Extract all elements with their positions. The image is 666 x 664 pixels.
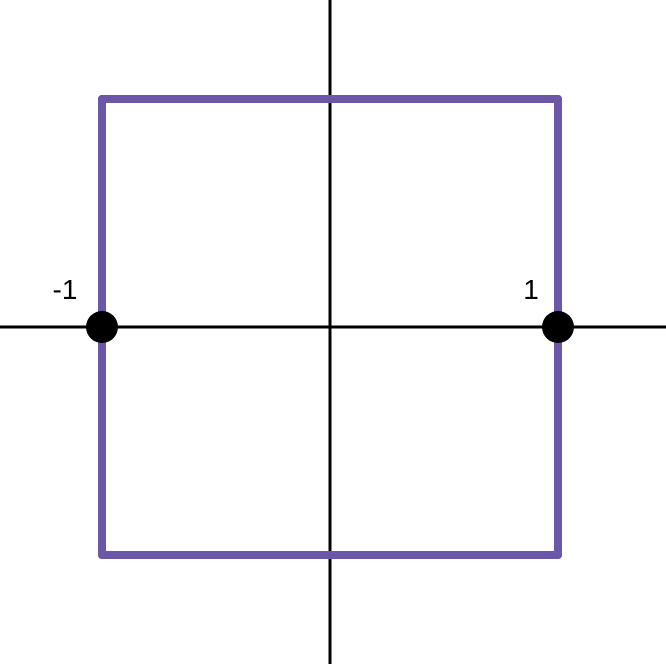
points: -1 1 — [53, 274, 574, 343]
point-marker — [542, 311, 574, 343]
point-label: -1 — [53, 274, 78, 305]
point-marker — [86, 311, 118, 343]
point-label: 1 — [523, 274, 539, 305]
